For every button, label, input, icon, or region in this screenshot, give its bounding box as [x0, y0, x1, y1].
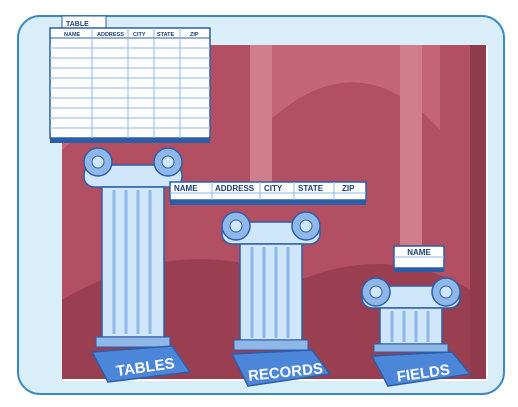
table-card-tab: TABLE [66, 21, 89, 28]
fields-pillar [361, 277, 472, 387]
records-card [169, 181, 367, 205]
table-card-header-name: NAME [64, 32, 81, 38]
records-pillar [221, 211, 332, 387]
tables-pillar [83, 147, 192, 383]
table-card-header-state: STATE [157, 32, 175, 38]
records-header-name: NAME [174, 184, 198, 193]
table-card-header-address: ADDRESS [97, 32, 124, 38]
table-card-header-city: CITY [133, 32, 146, 38]
fields-card-header: NAME [407, 248, 431, 257]
fields-card [393, 245, 445, 272]
records-header-address: ADDRESS [215, 184, 255, 193]
records-header-state: STATE [298, 184, 324, 193]
records-header-zip: ZIP [342, 184, 355, 193]
records-header-city: CITY [264, 184, 283, 193]
table-card [49, 15, 211, 143]
table-card-header-zip: ZIP [190, 32, 199, 38]
